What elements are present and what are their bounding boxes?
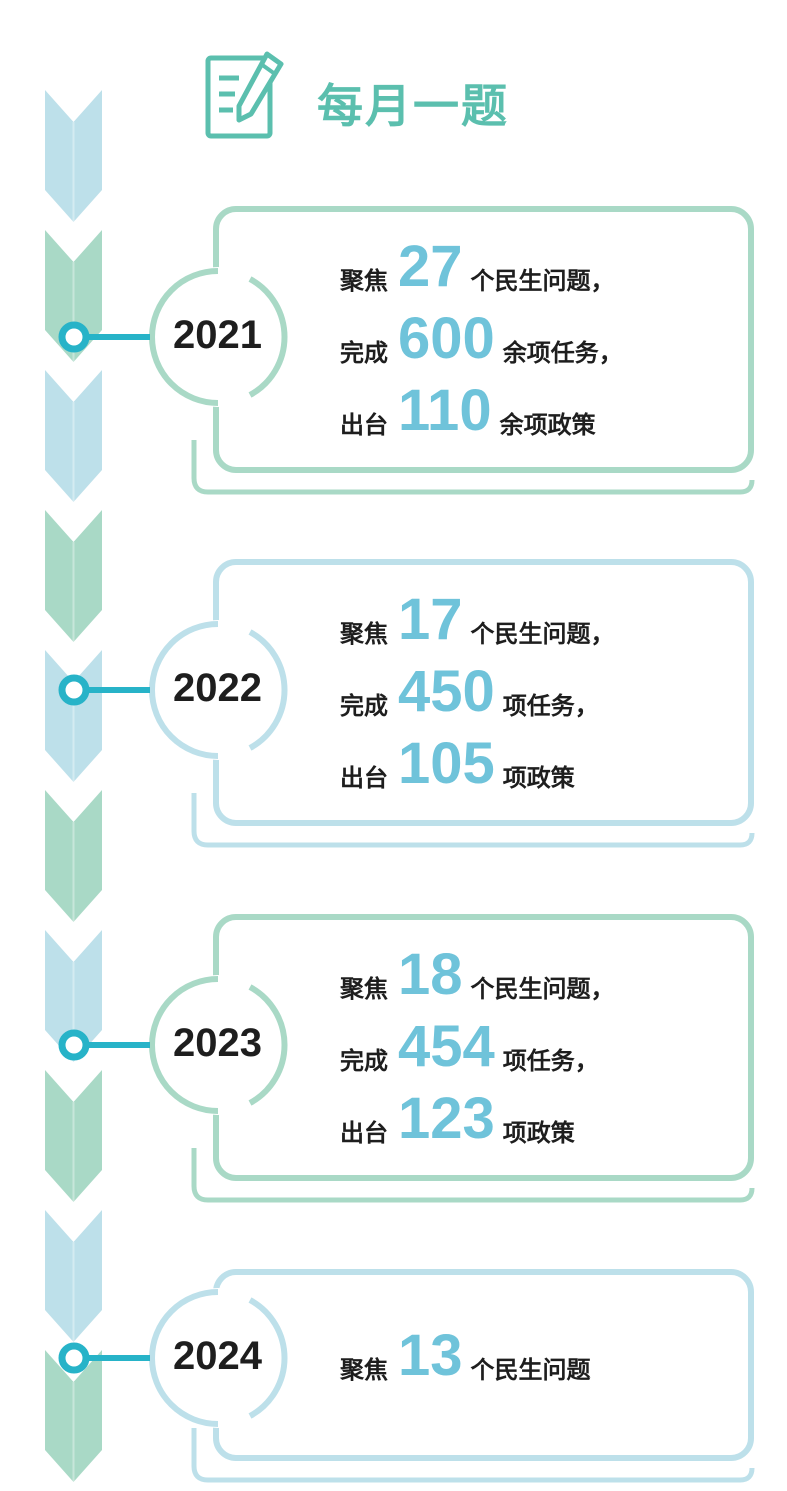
card-shadow-border — [191, 1428, 755, 1483]
stat-number: 450 — [398, 659, 495, 724]
card-shadow-border — [191, 1148, 755, 1203]
timeline-dot — [58, 1342, 90, 1374]
stat-suffix: 余项任务， — [502, 339, 623, 367]
year-circle-bg — [148, 267, 288, 407]
chevron-segment — [45, 230, 102, 362]
stat-suffix: 余项政策 — [499, 411, 596, 439]
chevron-segment — [45, 1210, 102, 1342]
chevron-segment — [45, 1070, 102, 1202]
stat-suffix: 项政策 — [502, 1119, 575, 1147]
stat-number: 454 — [398, 1014, 495, 1079]
stat-suffix: 项任务， — [502, 692, 599, 720]
edit-note-icon — [205, 51, 284, 139]
year-arc — [149, 1289, 219, 1427]
year-arc — [149, 976, 219, 1114]
chevron-segment — [45, 90, 102, 222]
year-label: 2022 — [173, 666, 262, 710]
timeline-dot — [58, 674, 90, 706]
stat-prefix: 聚焦 — [340, 975, 388, 1003]
year-arc — [149, 621, 219, 759]
stat-number: 123 — [398, 1086, 495, 1151]
stat-number: 18 — [398, 942, 463, 1007]
stat-suffix: 个民生问题， — [470, 267, 615, 295]
stat-number: 17 — [398, 587, 463, 652]
timeline-dot — [58, 321, 90, 353]
card-shadow-border — [191, 440, 755, 495]
stat-prefix: 出台 — [340, 764, 388, 792]
year-circle-bg — [148, 620, 288, 760]
stat-prefix: 出台 — [340, 411, 388, 439]
stat-number: 110 — [398, 378, 492, 443]
stat-number: 105 — [398, 731, 495, 796]
chevron-segment — [45, 510, 102, 642]
timeline-dot — [58, 1029, 90, 1061]
card-frame — [58, 1269, 755, 1483]
year-arc — [248, 984, 288, 1106]
stat-suffix: 项政策 — [502, 764, 575, 792]
year-arc — [248, 1297, 288, 1419]
card-frame — [58, 206, 755, 495]
stat-suffix: 个民生问题， — [470, 620, 615, 648]
stat-number: 27 — [398, 234, 463, 299]
page-title: 每月一题 — [317, 79, 509, 133]
header: 每月一题 — [205, 48, 605, 148]
card-frame — [58, 559, 755, 848]
stat-number: 600 — [398, 306, 495, 371]
stat-prefix: 聚焦 — [340, 267, 388, 295]
card-shadow-border — [191, 793, 755, 848]
year-label: 2023 — [173, 1021, 262, 1065]
chevron-segment — [45, 790, 102, 922]
stat-prefix: 完成 — [340, 1047, 388, 1075]
year-arc — [149, 268, 219, 406]
year-label: 2024 — [173, 1334, 262, 1378]
year-label: 2021 — [173, 313, 262, 357]
chevron-segment — [45, 370, 102, 502]
stat-suffix: 个民生问题 — [470, 1356, 591, 1384]
chevron-segment — [45, 930, 102, 1062]
year-arc — [248, 629, 288, 751]
stat-prefix: 完成 — [340, 692, 388, 720]
year-arc — [248, 276, 288, 398]
stat-prefix: 出台 — [340, 1119, 388, 1147]
stat-number: 13 — [398, 1323, 463, 1388]
year-circle-bg — [148, 1288, 288, 1428]
stat-suffix: 个民生问题， — [470, 975, 615, 1003]
card-frame — [58, 914, 755, 1203]
chevron-segment — [45, 1350, 102, 1482]
year-circle-bg — [148, 975, 288, 1115]
stat-prefix: 完成 — [340, 339, 388, 367]
stat-suffix: 项任务， — [502, 1047, 599, 1075]
stat-prefix: 聚焦 — [340, 620, 388, 648]
stat-prefix: 聚焦 — [340, 1356, 388, 1384]
